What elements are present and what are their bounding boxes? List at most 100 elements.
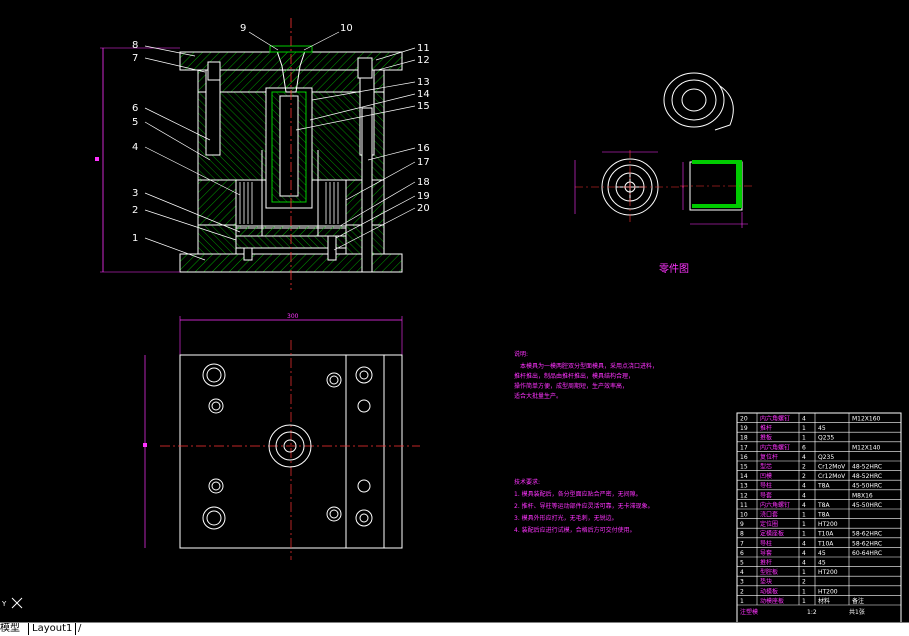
title-block-scale-val: 1:2 [807,609,817,616]
table-cell-material: 45 [818,560,826,567]
ucs-label: Y [1,600,7,608]
balloon-5: 5 [132,117,138,128]
table-cell-name: 垫块 [760,578,772,586]
table-cell-material: Q235 [818,435,834,442]
table-cell-no: 11 [740,502,748,509]
table-cell-name: 型芯 [760,463,772,471]
technical-requirements: 技术要求: 1. 模具装配后，各分型面应贴合严密，无间隙。 2. 推杆、导柱等运… [514,478,654,534]
table-cell-no: 15 [740,464,748,471]
table-cell-material: T10A [817,531,834,538]
balloon-10: 10 [340,23,353,34]
table-cell-name: 推板 [760,434,772,442]
balloon-6: 6 [132,103,138,114]
ucs-icon: Y [1,597,23,609]
table-cell-material: T8A [817,483,830,490]
tab-model[interactable]: 模型 [0,623,20,634]
balloon-19: 19 [417,191,430,202]
balloon-4: 4 [132,142,138,153]
table-cell-no: 16 [740,454,748,461]
balloon-9: 9 [240,23,246,34]
plan-view[interactable]: 300 [143,313,420,560]
title-block-sheet: 共1张 [849,608,865,616]
table-cell-material: Q235 [818,454,834,461]
table-cell-name: 推杆 [760,559,772,567]
table-cell-name: 定模座板 [760,530,784,538]
balloon-11: 11 [417,43,430,54]
balloon-8: 8 [132,40,138,51]
tab-layout1[interactable]: Layout1 [28,623,77,635]
table-cell-no: 8 [740,531,744,538]
balloon-group-right: 11 12 13 14 15 16 17 18 19 20 [417,43,430,214]
table-cell-name: 浇口套 [760,511,778,519]
table-cell-material: Cr12MoV [818,473,846,480]
part-drawing[interactable]: 零件图 [574,72,755,275]
leader-lines [144,31,416,261]
cad-drawing-canvas[interactable]: 8 7 6 5 4 3 2 1 9 10 11 12 13 14 15 16 1… [0,0,909,622]
balloon-17: 17 [417,157,430,168]
table-cell-name: 导柱 [760,482,772,490]
balloon-20: 20 [417,203,430,214]
table-cell-qty: 1 [802,569,806,576]
table-cell-note: M12X140 [852,444,881,451]
table-cell-qty: 2 [802,579,806,586]
table-cell-note: 备注 [852,597,864,605]
table-cell-material: Cr12MoV [818,464,846,471]
balloon-1: 1 [132,233,138,244]
parts-table-frame [736,412,902,622]
table-cell-no: 4 [740,569,744,576]
front-section-view[interactable] [95,18,403,290]
table-cell-no: 18 [740,435,748,442]
table-cell-note: 58-62HRC [852,531,882,538]
table-cell-qty: 6 [802,444,806,451]
table-cell-no: 2 [740,588,744,595]
part-drawing-title: 零件图 [659,263,689,275]
table-cell-qty: 4 [802,454,806,461]
table-cell-name: 动模座板 [760,597,784,605]
notes-line: 操作简单方便，成型周期短，生产效率高， [514,382,628,390]
table-cell-qty: 2 [802,473,806,480]
table-cell-note: 58-62HRC [852,540,882,547]
table-cell-note: 45-50HRC [852,483,882,490]
table-cell-material: T8A [817,502,830,509]
balloon-16: 16 [417,143,430,154]
table-cell-qty: 1 [802,531,806,538]
notes-title: 说明: [514,350,528,358]
table-cell-material: 材料 [818,597,830,605]
table-cell-name: 导柱 [760,539,772,547]
requirements-line: 3. 模具外形应打光，无毛刺，无锐边。 [514,514,618,522]
table-cell-name: 定位圈 [760,520,778,528]
requirements-line: 1. 模具装配后，各分型面应贴合严密，无间隙。 [514,490,642,498]
balloon-18: 18 [417,177,430,188]
table-cell-name: 动模板 [760,587,778,595]
table-cell-qty: 4 [802,550,806,557]
table-cell-name: 内六角螺钉 [760,443,790,451]
table-cell-name: 内六角螺钉 [760,501,790,509]
table-cell-qty: 4 [802,540,806,547]
table-cell-no: 9 [740,521,744,528]
layout-tab-bar: 模型 Layout1 / [0,622,909,636]
table-cell-name: 复位杆 [760,453,778,461]
requirements-line: 4. 装配后应进行试模，合格后方可交付使用。 [514,526,636,534]
balloon-3: 3 [132,188,138,199]
notes-line: 适合大批量生产。 [514,392,562,400]
plan-width-dimension: 300 [287,313,299,320]
notes-block: 说明: 本模具为一模两腔双分型面模具，采用点浇口进料， 推杆推出，制品由推杆推出… [514,350,658,400]
requirements-title: 技术要求: [514,478,540,486]
table-cell-name: 推杆 [760,424,772,432]
table-cell-name: 型腔板 [760,568,778,576]
table-cell-material: 45 [818,550,826,557]
table-cell-qty: 1 [802,435,806,442]
table-cell-no: 10 [740,512,748,519]
table-cell-qty: 4 [802,502,806,509]
table-cell-note: 48-52HRC [852,464,882,471]
tab-separator: / [78,623,82,634]
requirements-line: 2. 推杆、导柱等运动部件应灵活可靠，无卡滞现象。 [514,502,654,510]
table-cell-name: 内六角螺钉 [760,415,790,423]
table-cell-note: M12X160 [852,416,881,423]
table-cell-no: 14 [740,473,748,480]
balloon-14: 14 [417,89,430,100]
balloon-7: 7 [132,53,138,64]
table-cell-no: 19 [740,425,748,432]
balloon-group-left: 8 7 6 5 4 3 2 1 [132,40,138,244]
